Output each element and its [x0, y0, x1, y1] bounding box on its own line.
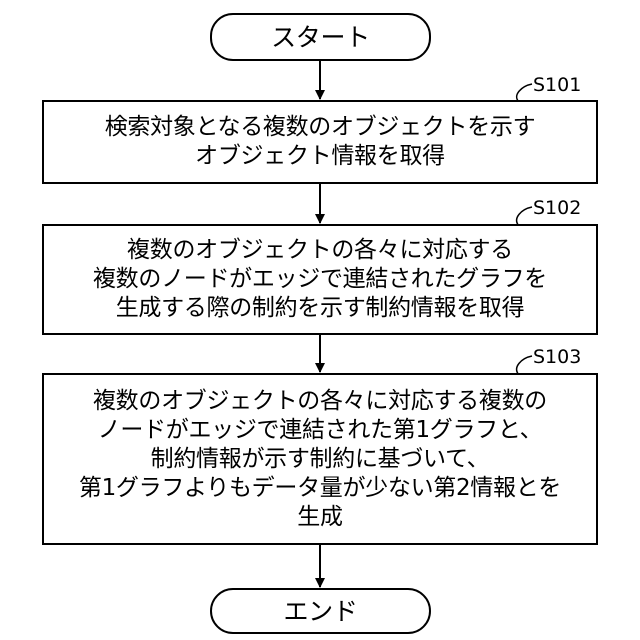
step-s103-line-1: 複数のオブジェクトの各々に対応する複数の	[93, 387, 547, 416]
step-s101-box: 検索対象となる複数のオブジェクトを示す オブジェクト情報を取得	[42, 100, 598, 184]
step-s102-line-3: 生成する際の制約を示す制約情報を取得	[116, 294, 525, 323]
end-node: エンド	[210, 588, 431, 634]
step-s102-line-2: 複数のノードがエッジで連結されたグラフを	[93, 265, 547, 294]
step-label-s102: S102	[533, 197, 581, 219]
step-s103-box: 複数のオブジェクトの各々に対応する複数の ノードがエッジで連結された第1グラフと…	[42, 373, 598, 545]
step-label-s101: S101	[533, 74, 581, 96]
step-s102-box: 複数のオブジェクトの各々に対応する 複数のノードがエッジで連結されたグラフを 生…	[42, 224, 598, 335]
step-s103-line-2: ノードがエッジで連結された第1グラフと、	[98, 416, 543, 445]
start-label: スタート	[271, 23, 370, 52]
step-s103-line-3: 制約情報が示す制約に基づいて、	[151, 445, 490, 474]
step-s103-line-4: 第1グラフよりもデータ量が少ない第2情報とを	[79, 474, 561, 503]
step-s102-line-1: 複数のオブジェクトの各々に対応する	[127, 236, 513, 265]
step-label-s103: S103	[533, 346, 581, 368]
step-s103-line-5: 生成	[297, 503, 342, 532]
step-s101-line-1: 検索対象となる複数のオブジェクトを示す	[105, 113, 536, 142]
start-node: スタート	[210, 13, 431, 61]
end-label: エンド	[283, 597, 357, 626]
step-s101-line-2: オブジェクト情報を取得	[195, 142, 445, 171]
